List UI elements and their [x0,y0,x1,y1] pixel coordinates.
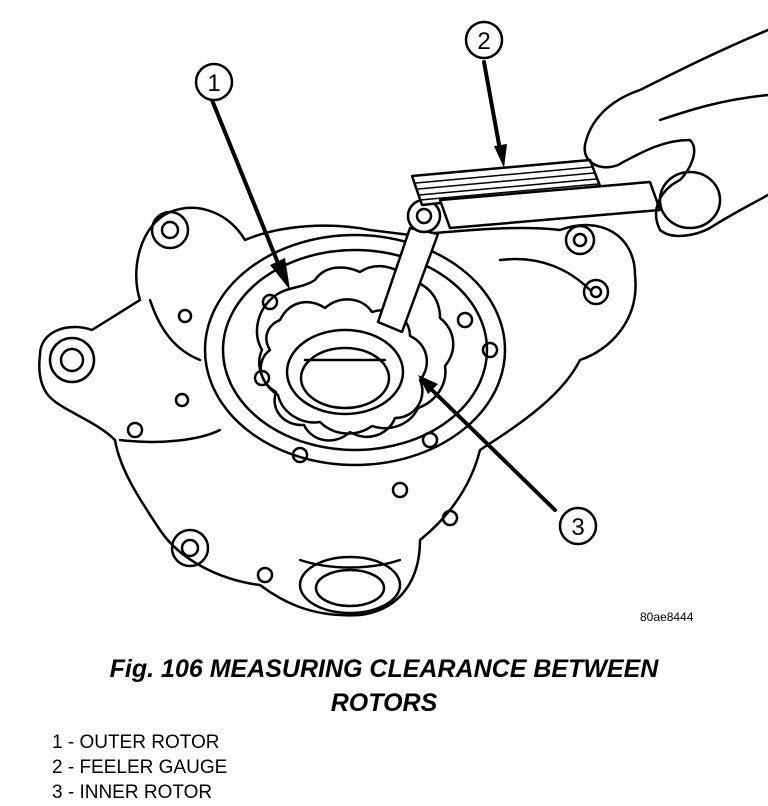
pump-housing [38,206,637,617]
callout-3: 3 [571,514,584,541]
rotor-center-bore [285,328,405,416]
caption-line-1: Fig. 106 MEASURING CLEARANCE BETWEEN [109,655,659,683]
legend-item-feeler-gauge: 2 - FEELER GAUGE [52,757,228,778]
oil-pump-illustration: 1 2 3 [38,20,768,617]
image-code: 80ae8444 [640,610,694,624]
caption-line-2: ROTORS [330,689,438,717]
callout-2: 2 [477,28,490,55]
legend-item-outer-rotor: 1 - OUTER ROTOR [52,732,220,753]
callout-arrows [210,60,557,512]
legend-item-inner-rotor: 3 - INNER ROTOR [52,782,213,803]
inner-rotor [259,298,429,442]
callout-legend: 1 - OUTER ROTOR 2 - FEELER GAUGE 3 - INN… [52,730,227,805]
outer-rotor-bore [203,233,507,467]
bolt-holes [48,210,610,584]
feeler-blade [376,226,440,334]
feeler-gauge [410,158,662,230]
callout-1: 1 [207,70,220,97]
figure-caption: Fig. 106 MEASURING CLEARANCE BETWEEN ROT… [0,652,768,720]
hand [583,28,768,238]
